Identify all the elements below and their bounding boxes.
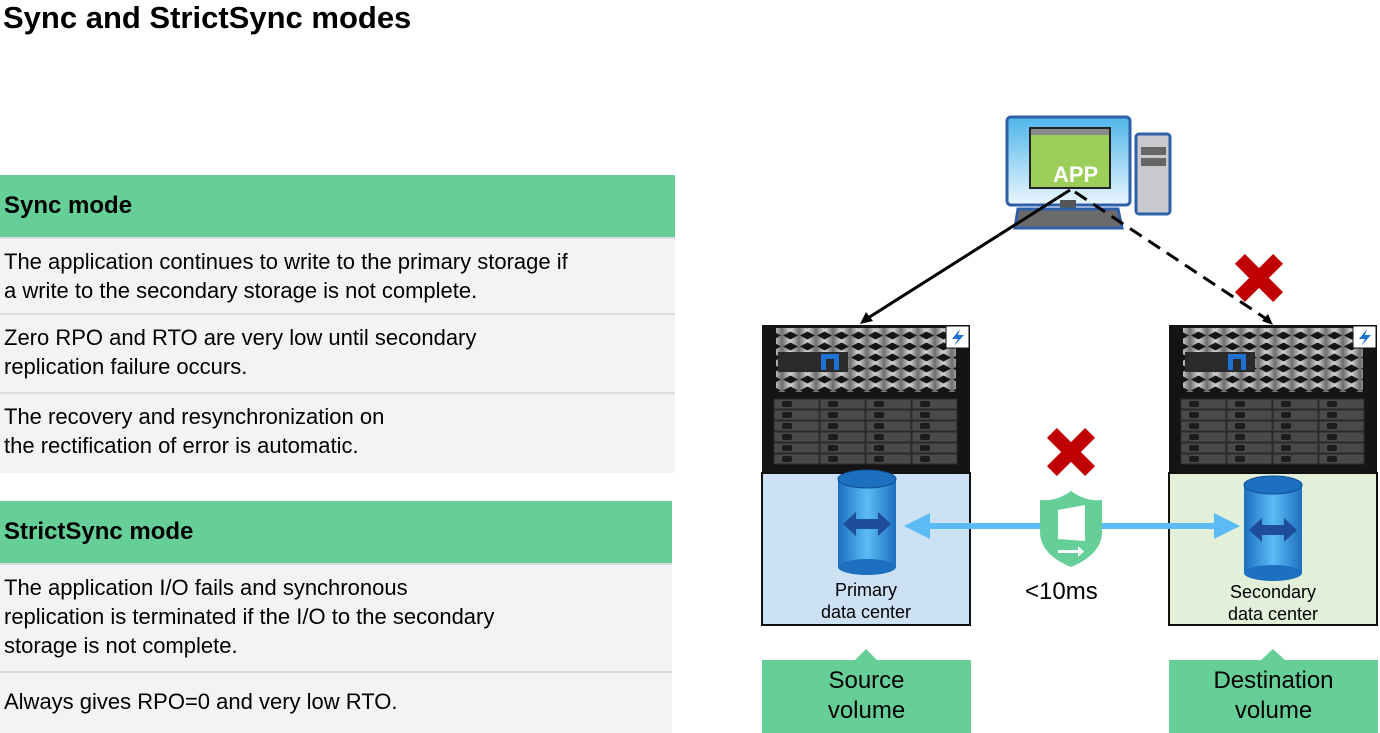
text-line: the rectification of error is automatic. [4, 433, 359, 458]
text-line: The recovery and resynchronization on [4, 404, 385, 429]
sync-mode-heading: Sync mode [0, 175, 675, 237]
flash-icon [1359, 329, 1371, 346]
text-line: storage is not complete. [4, 633, 238, 658]
host-to-primary-line [867, 188, 1071, 320]
text-line: replication failure occurs. [4, 354, 248, 379]
source-volume-callout: Source volume [762, 660, 971, 733]
failure-x-icon [1046, 427, 1096, 477]
sync-mode-point: The recovery and resynchronization on th… [0, 392, 675, 473]
callout-line: volume [827, 697, 906, 724]
secondary-data-center-label: Secondary data center [1187, 581, 1359, 625]
replication-arrow-right [1214, 513, 1240, 539]
secondary-storage-system [1168, 325, 1378, 626]
label-line: Secondary [1229, 582, 1317, 602]
host-to-secondary-arrowhead [1262, 314, 1273, 325]
failure-x-icon [1234, 253, 1284, 303]
text-line: Always gives RPO=0 and very low RTO. [4, 689, 398, 714]
strictsync-mode-panel: StrictSync mode The application I/O fail… [0, 501, 672, 733]
callout-line: volume [1234, 697, 1313, 724]
text-line: The application continues to write to th… [4, 249, 568, 274]
strictsync-mode-point: The application I/O fails and synchronou… [0, 563, 672, 671]
replication-arrow-left [904, 513, 930, 539]
sync-mode-point: Zero RPO and RTO are very low until seco… [0, 313, 675, 392]
strictsync-mode-point: Always gives RPO=0 and very low RTO. [0, 671, 672, 733]
app-label: APP [1053, 162, 1098, 187]
source-callout-pointer [855, 649, 877, 660]
sync-mode-point: The application continues to write to th… [0, 237, 675, 313]
label-line: data center [1227, 604, 1319, 624]
callout-line: Source [828, 667, 905, 694]
shield-icon [1040, 491, 1102, 567]
destination-volume-callout: Destination volume [1169, 660, 1378, 733]
secondary-volume-icon [1243, 475, 1303, 581]
destination-callout-pointer [1261, 649, 1285, 660]
primary-data-center-label: Primary data center [780, 579, 952, 623]
page-title: Sync and StrictSync modes [3, 0, 412, 35]
callout-line: Destination [1213, 667, 1334, 694]
text-line: a write to the secondary storage is not … [4, 278, 478, 303]
computer-icon [1005, 115, 1172, 230]
flash-icon [952, 329, 964, 346]
primary-volume-icon [837, 469, 897, 575]
host-to-primary-arrowhead [860, 312, 873, 324]
text-line: replication is terminated if the I/O to … [4, 604, 495, 629]
text-line: Zero RPO and RTO are very low until seco… [4, 325, 477, 350]
latency-label: <10ms [1025, 578, 1098, 605]
text-line: The application I/O fails and synchronou… [4, 575, 408, 600]
label-line: data center [820, 602, 912, 622]
label-line: Primary [835, 580, 897, 600]
strictsync-mode-heading: StrictSync mode [0, 501, 672, 563]
sync-mode-panel: Sync mode The application continues to w… [0, 175, 675, 473]
host-to-secondary-line [1074, 190, 1269, 322]
